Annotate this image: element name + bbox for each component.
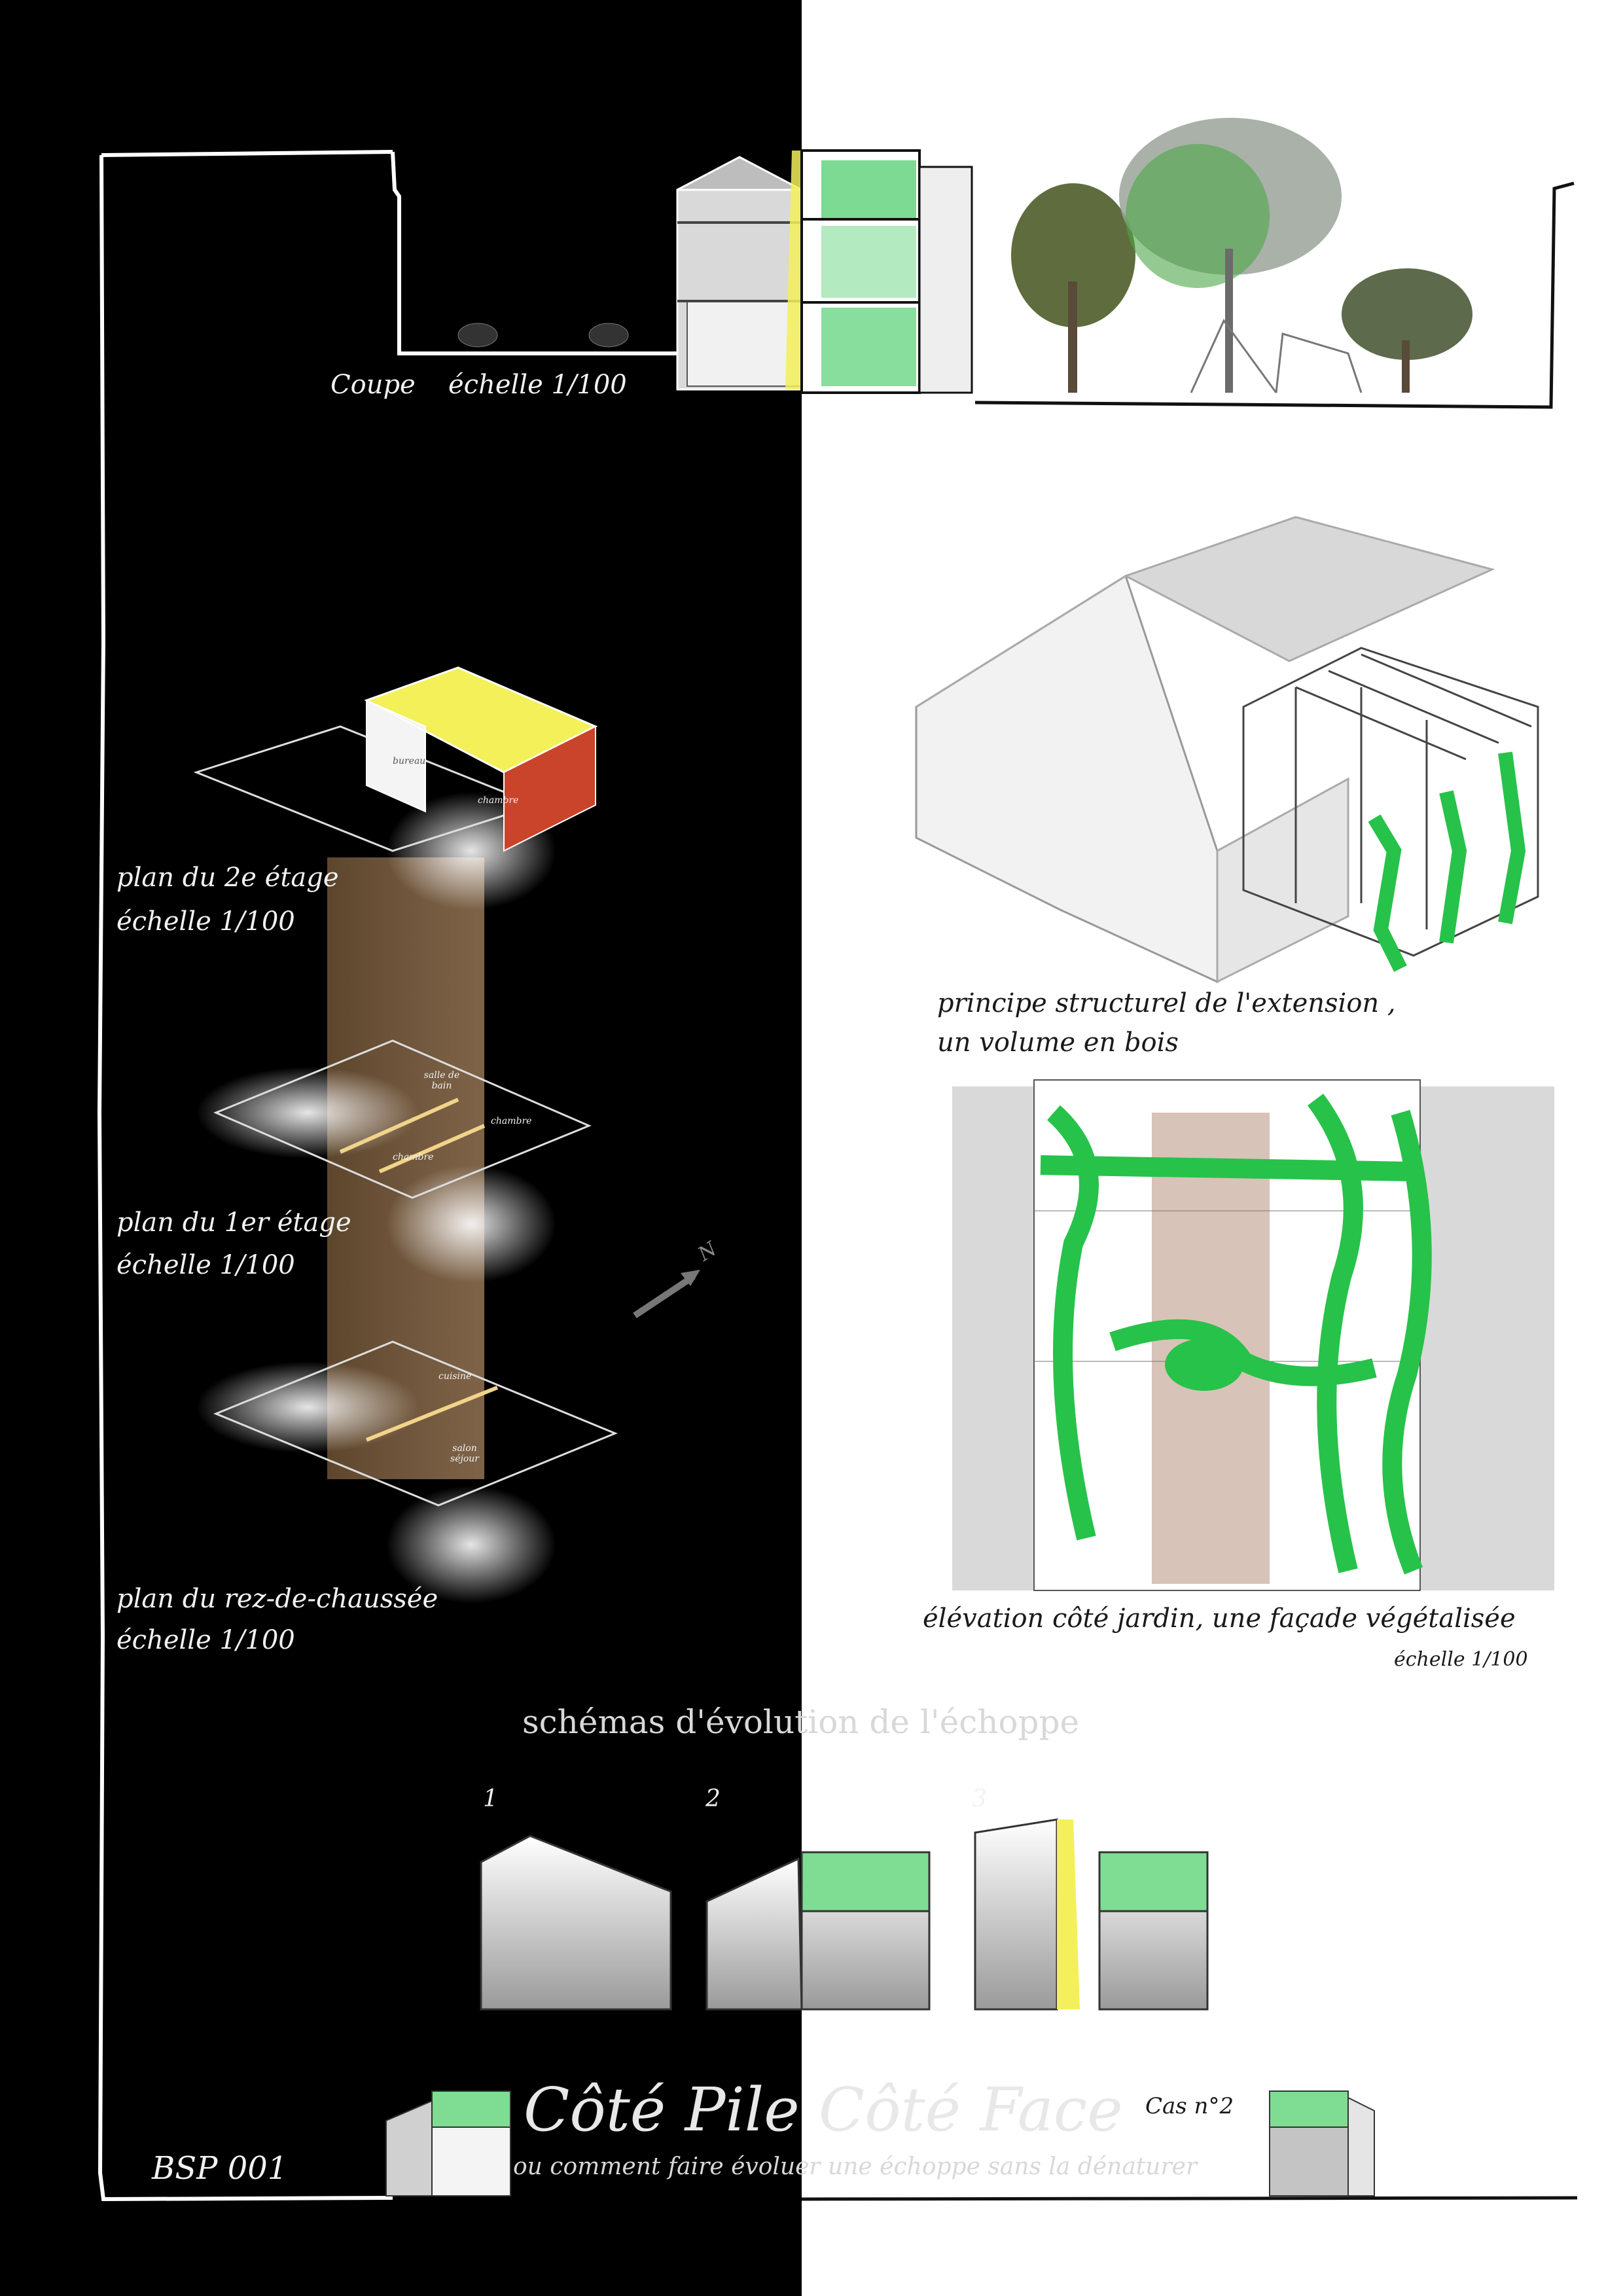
footer-case: Cas n°2 — [1145, 2093, 1234, 2119]
elevation-caption: élévation côté jardin, une façade végéta… — [923, 1604, 1516, 1634]
evolution-step-2: 2 — [705, 1785, 721, 1812]
plan-1-scale: échelle 1/100 — [116, 1250, 295, 1280]
room-salon: salon séjour — [450, 1443, 479, 1464]
room-chambre-1a: chambre — [491, 1116, 532, 1126]
structure-sketch — [915, 516, 1539, 984]
room-bath: salle de bain — [423, 1070, 460, 1091]
footer-subtitle: ou comment faire évoluer une échoppe san… — [513, 2153, 1198, 2180]
structure-line-2: un volume en bois — [937, 1028, 1179, 1058]
room-chambre-1b: chambre — [393, 1152, 434, 1162]
footer-code: BSP 001 — [152, 2150, 288, 2187]
structure-line-1: principe structurel de l'extension , — [937, 988, 1396, 1018]
evolution-title: schémas d'évolution de l'échoppe — [522, 1703, 1080, 1741]
garden-elevation — [952, 1079, 1554, 1591]
sheet-frame — [97, 150, 681, 2202]
plan-0-scale: échelle 1/100 — [116, 1625, 295, 1655]
footer-title: Côté Pile Côté Face — [524, 2075, 1123, 2145]
room-chambre-2: chambre — [478, 795, 519, 806]
plan-axonometrics — [193, 666, 700, 1604]
evolution-step-1: 1 — [483, 1785, 498, 1812]
plan-2-scale: échelle 1/100 — [116, 906, 295, 937]
evolution-step-3: 3 — [972, 1785, 987, 1812]
plan-0-title: plan du rez-de-chaussée — [116, 1584, 438, 1614]
room-bureau: bureau — [393, 756, 426, 766]
evolution-schemes — [480, 1818, 1209, 2011]
footer-icons — [385, 2090, 1375, 2197]
garden-trees — [1011, 118, 1472, 393]
elevation-scale: échelle 1/100 — [1394, 1648, 1528, 1671]
section-scale: échelle 1/100 — [448, 370, 627, 400]
ground-line — [801, 181, 1578, 2201]
plan-2-title: plan du 2e étage — [116, 863, 339, 893]
plan-1-title: plan du 1er étage — [116, 1208, 351, 1238]
room-cuisine: cuisine — [438, 1371, 472, 1382]
section-drawing — [457, 149, 973, 394]
section-caption: Coupe — [330, 370, 416, 400]
